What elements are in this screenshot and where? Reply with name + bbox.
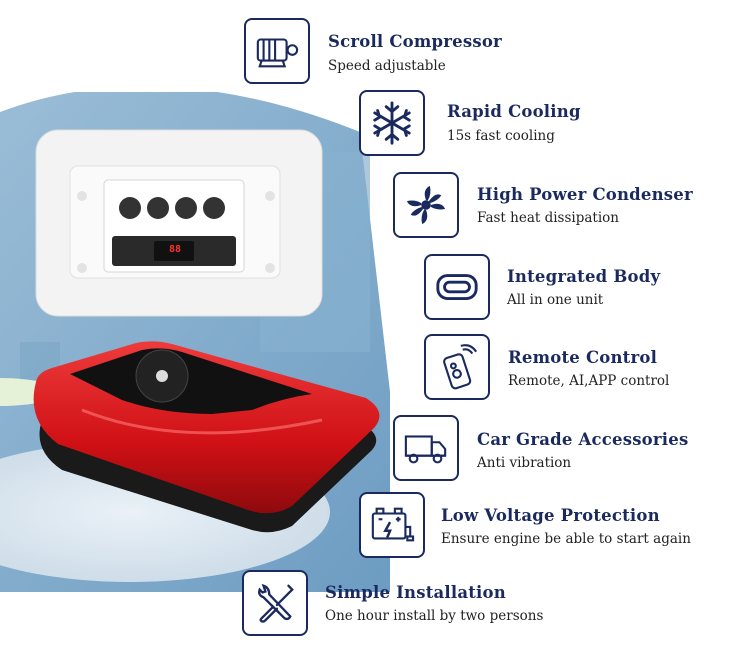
feature-subtitle: Ensure engine be able to start again xyxy=(441,531,691,547)
remote-control-icon xyxy=(424,334,490,400)
battery-icon xyxy=(359,492,425,558)
feature-subtitle: Speed adjustable xyxy=(328,58,446,74)
fan-icon xyxy=(393,172,459,238)
feature-subtitle: Anti vibration xyxy=(477,455,572,471)
feature-title: Rapid Cooling xyxy=(447,102,581,121)
tools-icon xyxy=(242,570,308,636)
scroll-compressor-icon xyxy=(244,18,310,84)
snowflake-icon xyxy=(359,90,425,156)
feature-title: High Power Condenser xyxy=(477,185,693,204)
feature-subtitle: All in one unit xyxy=(507,292,604,308)
feature-title: Low Voltage Protection xyxy=(441,506,660,525)
feature-title: Integrated Body xyxy=(507,267,661,286)
feature-title: Remote Control xyxy=(508,348,658,367)
control-panel-image xyxy=(35,129,323,317)
temperature-display: 88 xyxy=(168,244,182,255)
feature-title: Simple Installation xyxy=(325,583,506,602)
feature-subtitle: Remote, AI,APP control xyxy=(508,373,670,389)
feature-title: Scroll Compressor xyxy=(328,32,502,51)
feature-subtitle: 15s fast cooling xyxy=(447,128,555,144)
red-ac-unit-image xyxy=(33,341,380,533)
truck-icon xyxy=(393,415,459,481)
feature-subtitle: One hour install by two persons xyxy=(325,608,544,624)
feature-subtitle: Fast heat dissipation xyxy=(477,210,619,226)
integrated-body-icon xyxy=(424,254,490,320)
feature-title: Car Grade Accessories xyxy=(477,430,689,449)
